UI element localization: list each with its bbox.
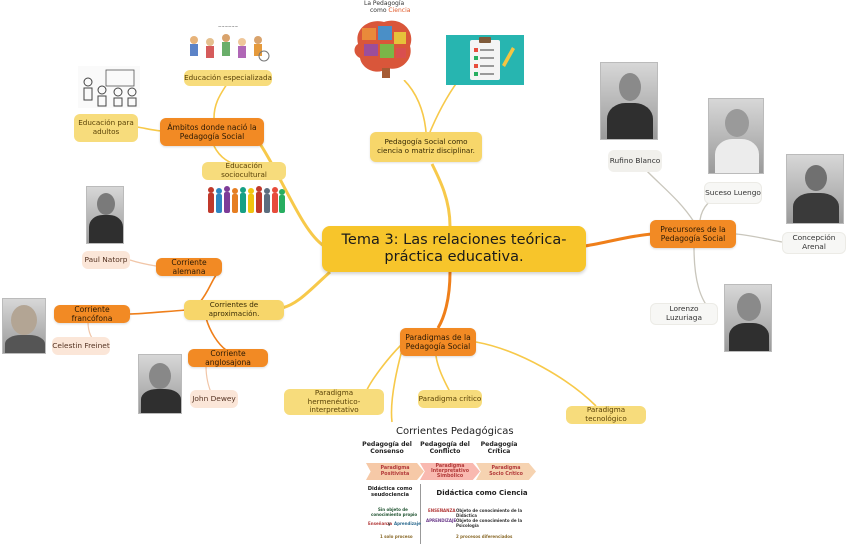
precursor-lorenzo-luzuriaga[interactable]: Lorenzo Luzuriaga [650,303,718,325]
right-small-3: 2 procesos diferenciados [456,534,513,539]
col3-head2: Crítica [487,448,511,456]
corriente-alemana[interactable]: Corriente alemana [156,258,222,276]
ambitos-educacion-adultos[interactable]: Educación para adultos [74,114,138,142]
elderly-people-sketch [78,66,140,108]
col2-head1: Pedagogía del [420,441,470,448]
left-small-5: Aprendizaje [394,521,421,526]
arrow1-line2: Positivista [380,471,410,477]
branch-ambitos[interactable]: Ámbitos donde nació la Pedagogía Social [160,118,264,146]
left-small-1: Sin objeto de [378,507,408,512]
link-alemana-natorp [129,259,157,267]
link-central-ciencia [430,163,452,227]
link-paradigmas-hermeneutico [365,343,403,393]
link-ambitos-especializada [213,81,229,119]
right-small-1: ENSEÑANZA [428,508,456,513]
branch-corrientes[interactable]: Corrientes de aproximación. [184,300,284,320]
link-corrientes-francofona [129,309,187,315]
person-john-dewey[interactable]: John Dewey [190,390,238,408]
arrow3-line1: Paradigma [491,466,521,472]
figure-left-label: Didáctica como seudociencia [362,486,418,499]
brain-caption-line1: La Pedagogía [364,0,405,7]
left-small-3: Enseñanza [368,521,393,526]
link-ciencia-brain [403,79,427,133]
arrow1-line1: Paradigma [380,466,410,472]
handdrawn-people-image: ~~~~~~ [180,18,274,64]
col2-head2: Conflicto [429,448,461,456]
paradigma-tecnologico[interactable]: Paradigma tecnológico [566,406,646,424]
link-central-precursores [584,232,653,248]
precursor-suceso-luengo[interactable]: Suceso Luengo [704,182,762,204]
link-precursores-arenal [735,233,783,243]
link-central-paradigmas [436,271,452,329]
col1-head1: Pedagogía del [362,441,412,448]
branch-precursores[interactable]: Precursores de la Pedagogía Social [650,220,736,248]
ambitos-educacion-sociocultural[interactable]: Educación sociocultural [202,162,286,180]
link-central-ambitos [250,131,325,248]
brain-caption-line2: como [370,7,387,14]
figure-col3-head: Pedagogía Crítica [474,441,524,455]
right-small-2: APRENDIZAJE [426,518,457,523]
svg-text:~~~~~~: ~~~~~~ [218,24,238,29]
portrait-paul-natorp [86,186,124,244]
branch-ciencia[interactable]: Pedagogía Social como ciencia o matriz d… [370,132,482,162]
paradigma-critico[interactable]: Paradigma crítico [418,390,482,408]
figure-divider [420,484,421,544]
paradigma-hermeneutico[interactable]: Paradigma hermenéutico-interpretativo [284,388,384,415]
brain-puzzle-drawing [354,20,412,78]
ambitos-educacion-especializada[interactable]: Educación especializada [184,70,272,86]
corrientes-pedagogicas-figure: Corrientes Pedagógicas Pedagogía del Con… [344,424,536,547]
link-precursores-rufino [643,167,695,223]
link-corrientes-anglosajona [205,317,227,351]
figure-right-label: Didáctica como Ciencia [436,489,528,497]
portrait-celestin-freinet [2,298,46,354]
person-paul-natorp[interactable]: Paul Natorp [82,251,130,269]
arrow3-line2: Socio Crítico [489,471,523,477]
left-label-2: seudociencia [371,491,409,498]
left-small-4: y [388,521,391,526]
right-small-1b: Objeto de conocimiento de la Didáctica [456,508,523,518]
corriente-francofona[interactable]: Corriente francófona [54,305,130,323]
link-paradigmas-critico [435,355,451,393]
person-celestin-freinet[interactable]: Celestin Freinet [52,337,110,355]
left-small-6: 1 solo proceso [380,534,413,539]
corriente-anglosajona[interactable]: Corriente anglosajona [188,349,268,367]
portrait-suceso-luengo [708,98,764,174]
portrait-concepcion-arenal [786,154,844,224]
portrait-lorenzo-luzuriaga [724,284,772,352]
col3-head1: Pedagogía [480,441,518,448]
central-topic[interactable]: Tema 3: Las relaciones teórica-práctica … [322,226,586,272]
branch-paradigmas[interactable]: Paradigmas de la Pedagogía Social [400,328,476,356]
figure-title: Corrientes Pedagógicas [396,426,514,437]
crowd-silhouettes [208,186,285,213]
crowd-figures-image [206,182,286,216]
figure-col2-head: Pedagogía del Conflicto [420,441,470,455]
link-ambitos-adultos [136,126,163,132]
handdrawn-people-sketch: ~~~~~~ [190,24,270,62]
left-label-1: Didáctica como [367,486,413,492]
elderly-sketch-drawing [83,69,137,107]
portrait-rufino-blanco [600,62,658,140]
brain-caption-line2-wrap: como Ciencia [370,7,410,14]
col1-head2: Consenso [370,448,404,456]
arrow2-line2: Simbólico [436,474,464,480]
precursor-concepcion-arenal[interactable]: Concepción Arenal [782,232,846,254]
arrow2-line1: Paradigma Interpretativo [430,463,470,474]
brain-puzzle-image: La Pedagogía como Ciencia [348,0,420,80]
portrait-john-dewey [138,354,182,414]
precursor-rufino-blanco[interactable]: Rufino Blanco [608,150,662,172]
clipboard-drawing [470,37,515,80]
link-paradigmas-tecnologico [475,341,597,407]
link-paradigmas-figure [390,349,403,423]
left-small-2: conocimiento propio [371,512,418,517]
clipboard-checklist-image [446,35,524,85]
right-small-2b: Objeto de conocimiento de la Psicología [456,518,523,528]
figure-col1-head: Pedagogía del Consenso [362,441,412,455]
link-central-corrientes [281,270,332,310]
brain-caption-word: Ciencia [388,7,411,14]
